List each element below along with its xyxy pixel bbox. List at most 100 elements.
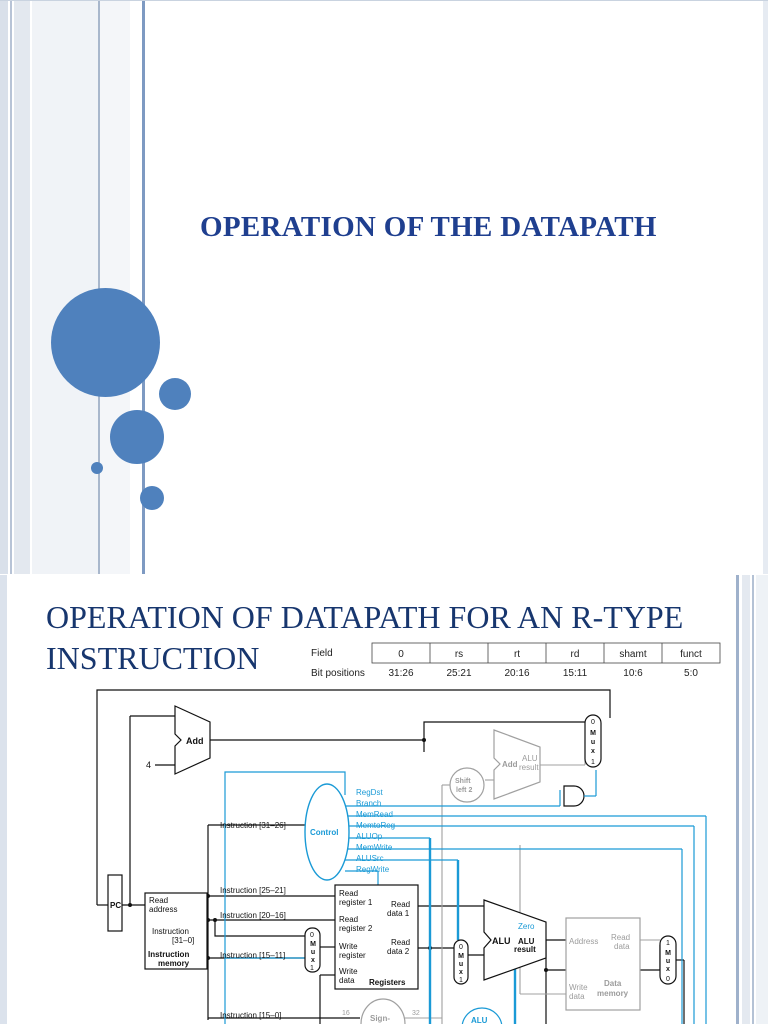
bitpos-cell: 25:21	[446, 668, 471, 679]
reg-port-label: Write	[339, 967, 358, 976]
dmem-address: Address	[569, 937, 598, 946]
dmem-read: Read	[611, 933, 630, 942]
decor-circle	[140, 486, 164, 510]
reg-port-label: data 2	[387, 947, 410, 956]
mux-input-label: 1	[666, 940, 670, 947]
mux-input-label: 1	[310, 965, 314, 972]
decor-stripe	[98, 1, 100, 574]
decor-stripe	[0, 1, 8, 574]
field-cell: shamt	[619, 649, 646, 660]
mux-letter: x	[459, 969, 463, 976]
imem-instruction: Instruction	[152, 927, 189, 936]
instr-field-label: Instruction [15–11]	[220, 951, 285, 960]
decor-circle	[51, 288, 160, 397]
pc-adder	[174, 705, 211, 775]
mux-letter: x	[591, 748, 595, 755]
control-signal: ALUOp	[356, 832, 383, 841]
mux-letter: M	[590, 730, 596, 737]
mux-input-label: 0	[666, 976, 670, 983]
mux-letter: x	[666, 966, 670, 973]
decor-stripe	[736, 575, 739, 1024]
control-label: Control	[310, 828, 338, 837]
dmem-read: data	[614, 942, 630, 951]
mux-letter: M	[458, 953, 464, 960]
imem-read-address: address	[149, 905, 177, 914]
alu-control	[461, 1007, 503, 1024]
main-alu	[483, 899, 547, 981]
sign-extend	[360, 998, 406, 1024]
bitpos-cell: 15:11	[563, 668, 588, 679]
branch-adder-result: ALU	[522, 754, 538, 763]
reg-port-label: register 2	[339, 924, 373, 933]
mux-input-label: 1	[591, 759, 595, 766]
bitpos-cell: 10:6	[623, 668, 643, 679]
mux-letter: x	[311, 957, 315, 964]
instr-field-label: Instruction [20–16]	[220, 911, 286, 920]
control-signal: RegWrite	[356, 865, 390, 874]
bitpos-cell: 5:0	[684, 668, 698, 679]
data-memory	[565, 917, 641, 1011]
registers-label: Registers	[369, 978, 406, 987]
instr-field-label: Instruction [31–26]	[220, 821, 286, 830]
control-wires	[224, 771, 707, 1024]
decor-circle	[110, 410, 164, 464]
decor-stripe	[742, 575, 750, 1024]
mux-input-label: 0	[591, 719, 595, 726]
r-type-datapath-diagram: Field Bit positions 0 rs rt rd shamt fun…	[96, 642, 721, 1024]
alu-label: ALU	[492, 936, 511, 946]
branch-adder	[493, 729, 541, 800]
alu-result-label: ALU	[518, 937, 535, 946]
slide2-title-line1: OPERATION OF DATAPATH FOR AN R-TYPE	[46, 599, 684, 635]
decor-stripe	[752, 575, 754, 1024]
decor-stripe	[0, 575, 7, 1024]
field-cell: rd	[571, 649, 580, 660]
decor-stripe	[756, 575, 768, 1024]
zero-label: Zero	[518, 922, 535, 931]
alusrc-mux	[453, 939, 469, 985]
reg-port-label: Read	[339, 889, 358, 898]
imem-read-address: Read	[149, 896, 168, 905]
decor-stripe	[32, 1, 98, 574]
mux-letter: u	[591, 739, 595, 746]
mux-input-label: 1	[459, 977, 463, 984]
dmem-write: data	[569, 992, 585, 1001]
decor-circle	[159, 378, 191, 410]
decor-circle	[91, 462, 103, 474]
bitpos-row-label: Bit positions	[311, 668, 365, 679]
shift-label: left 2	[456, 787, 472, 794]
branch-adder-label: Add	[502, 760, 518, 769]
reg-port-label: Read	[391, 938, 410, 947]
instr-field-label: Instruction [15–0]	[220, 1011, 281, 1020]
reg-port-label: Read	[339, 915, 358, 924]
pc-label: PC	[110, 901, 121, 910]
mux-letter: M	[310, 941, 316, 948]
shift-left-2	[449, 767, 485, 803]
field-table: Field Bit positions 0 rs rt rd shamt fun…	[311, 642, 721, 679]
bit-width-label: 16	[342, 1010, 350, 1017]
slide-title-text: OPERATION OF THE DATAPATH	[200, 211, 657, 243]
field-cell: funct	[680, 649, 702, 660]
field-cell: rt	[514, 649, 520, 660]
field-cell: rs	[455, 649, 463, 660]
dmem-write: Write	[569, 983, 588, 992]
shift-label: Shift	[455, 778, 471, 785]
alu-control-label: ALU	[471, 1016, 488, 1024]
mux-letter: u	[459, 961, 463, 968]
reg-port-label: data 1	[387, 909, 410, 918]
instruction-memory	[144, 892, 208, 970]
decor-stripe	[142, 1, 145, 574]
sign-extend-label: Sign-	[370, 1014, 390, 1023]
reg-port-label: Write	[339, 942, 358, 951]
control-signal: MemtoReg	[356, 821, 395, 830]
branch-and-gate	[563, 785, 585, 807]
alu-result-label: result	[514, 945, 536, 954]
register-file	[334, 884, 419, 990]
mux-letter: u	[666, 958, 670, 965]
control-signal: MemRead	[356, 810, 393, 819]
instr-field-label: Instruction [25–21]	[220, 886, 286, 895]
control-unit	[304, 783, 350, 881]
mux-input-label: 0	[459, 944, 463, 951]
imem-instruction: [31–0]	[172, 936, 194, 945]
bitpos-cell: 31:26	[388, 668, 413, 679]
pc-register	[107, 874, 123, 932]
